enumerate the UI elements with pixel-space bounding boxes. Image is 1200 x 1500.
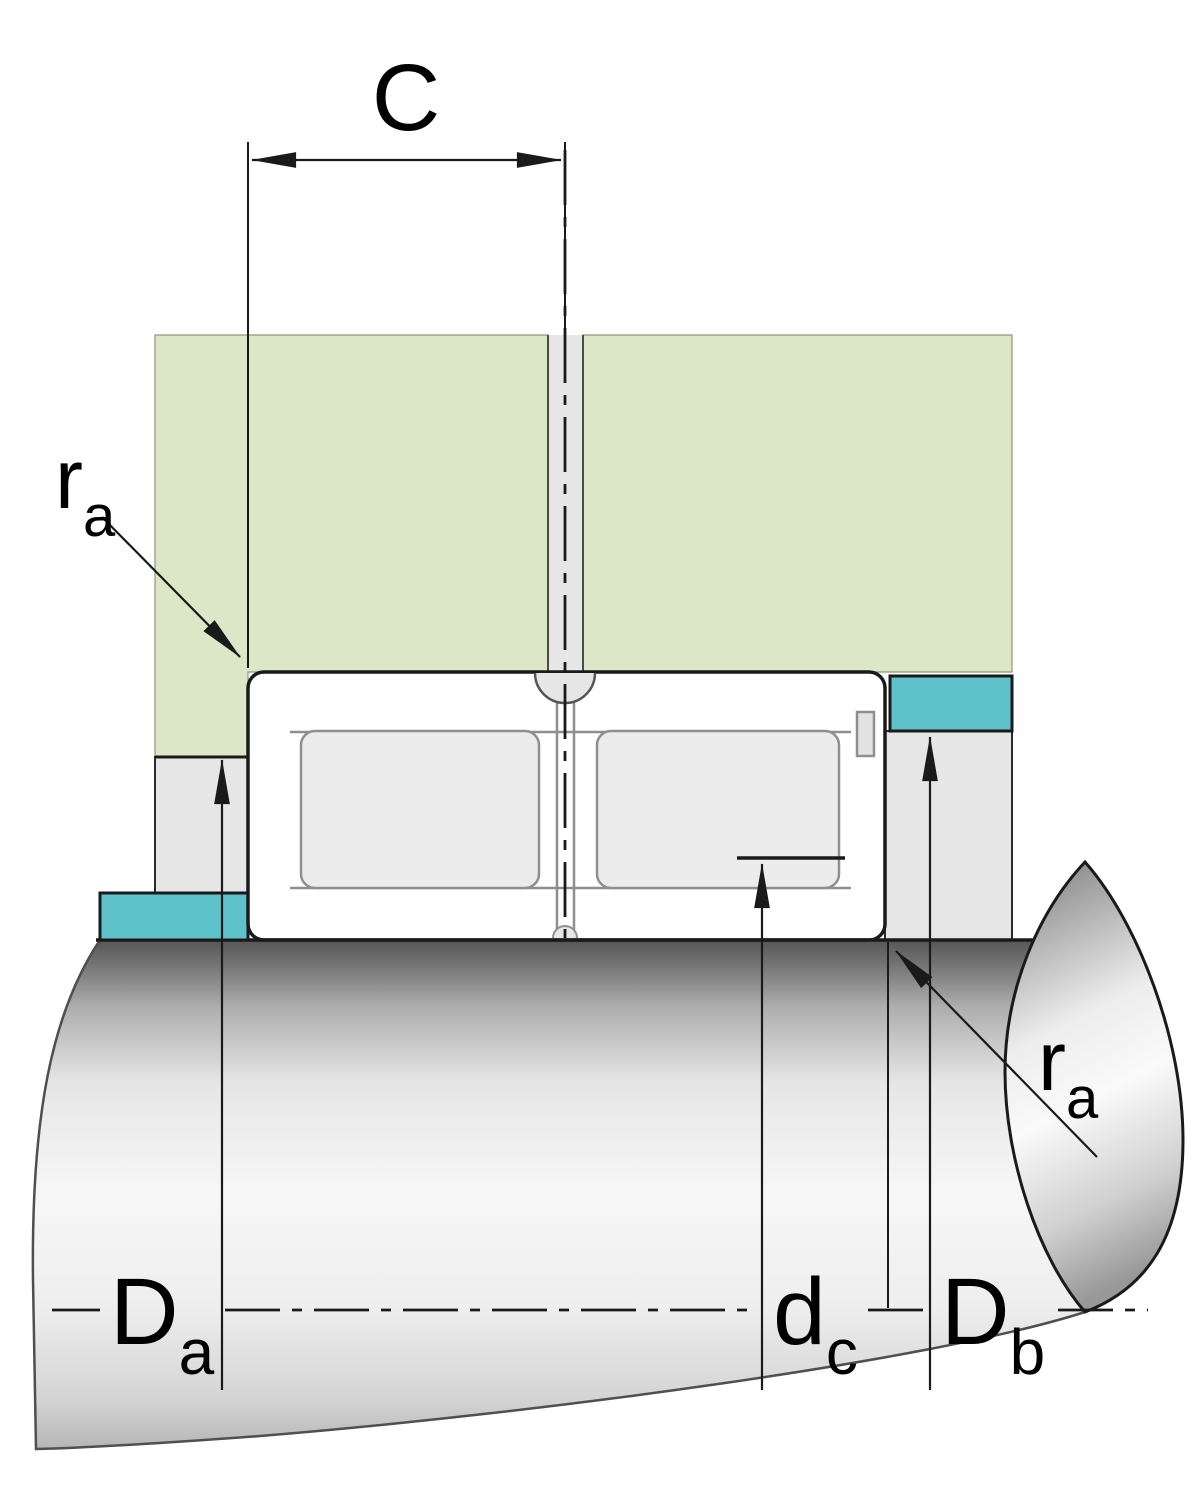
label-ra-bottom: ra	[1038, 1014, 1099, 1131]
housing-recess-right	[884, 730, 1013, 941]
shaft-silhouette-edge	[31, 939, 1086, 1451]
shaft-end-break	[1003, 859, 1185, 1314]
roller-row-left	[299, 729, 541, 890]
label-c: C	[372, 45, 441, 151]
abutment-ring-left	[98, 891, 250, 942]
label-db-base: D	[941, 1259, 1010, 1365]
dimension-c	[247, 142, 566, 668]
label-ra-top: ra	[55, 432, 116, 549]
label-dc-sub: c	[826, 1316, 858, 1388]
label-da-base: D	[110, 1259, 179, 1365]
housing	[154, 334, 1013, 758]
housing-recess-left	[154, 756, 249, 894]
bore-groove	[552, 925, 578, 939]
label-ra-top-sub: a	[83, 484, 116, 549]
label-ra-bottom-sub: a	[1066, 1066, 1099, 1131]
label-dc: dc	[773, 1259, 858, 1388]
bearing-outer-ring	[246, 670, 887, 942]
label-da: Da	[110, 1259, 215, 1388]
housing-block-left	[154, 334, 549, 758]
shaft-body	[32, 940, 1086, 1449]
housing-block-right	[582, 334, 1013, 673]
snap-ring-groove	[855, 710, 876, 758]
roller-row-right	[595, 729, 841, 890]
label-ra-top-base: r	[55, 432, 83, 526]
label-db: Db	[941, 1259, 1045, 1388]
ra-leader-top	[101, 516, 241, 658]
ra-leader-bottom	[895, 950, 1098, 1158]
label-db-sub: b	[1010, 1316, 1046, 1388]
label-dc-base: d	[773, 1259, 826, 1365]
bearing	[246, 670, 887, 942]
abutment-ring-right	[888, 674, 1014, 733]
label-ra-bottom-base: r	[1038, 1014, 1066, 1108]
label-da-sub: a	[179, 1316, 215, 1388]
